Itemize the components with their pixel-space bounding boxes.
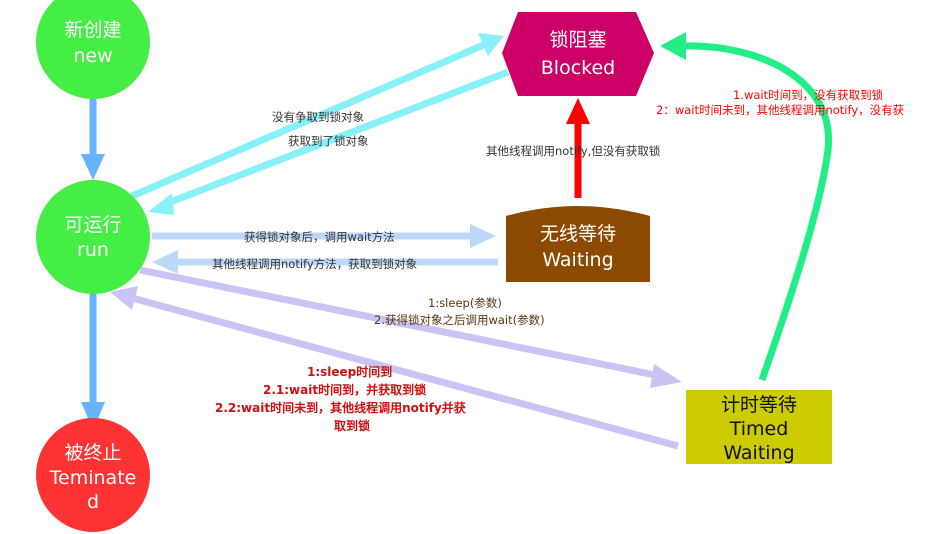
state-terminated-sublabel-2: d bbox=[87, 491, 99, 513]
state-run: 可运行 run bbox=[36, 180, 150, 294]
label-run-to-timed-1: 1:sleep(参数) bbox=[428, 296, 502, 310]
state-blocked-label: 锁阻塞 bbox=[549, 29, 606, 51]
state-timed-label: 计时等待 bbox=[721, 394, 797, 416]
state-run-sublabel: run bbox=[77, 239, 109, 261]
arrow-run-to-timed bbox=[139, 266, 682, 388]
label-waiting-to-run: 其他线程调用notify方法，获取到锁对象 bbox=[212, 257, 417, 271]
label-timed-to-run-2: 2.1:wait时间到，并获取到锁 bbox=[263, 382, 426, 397]
state-blocked-sublabel: Blocked bbox=[541, 57, 615, 79]
state-waiting-sublabel: Waiting bbox=[542, 249, 613, 271]
label-timed-to-blocked-1: 1.wait时间到，没有获取到锁 bbox=[733, 88, 884, 102]
state-timed-sublabel: Timed bbox=[729, 418, 789, 440]
state-waiting: 无线等待 Waiting bbox=[506, 206, 650, 282]
arrow-run-to-terminated bbox=[81, 290, 105, 430]
state-terminated-sublabel: Teminate bbox=[49, 467, 137, 489]
state-new-label: 新创建 bbox=[64, 19, 121, 41]
state-timed-waiting: 计时等待 Timed Waiting bbox=[686, 390, 832, 464]
arrow-waiting-to-blocked bbox=[566, 98, 590, 198]
state-blocked: 锁阻塞 Blocked bbox=[502, 12, 654, 96]
state-terminated-label: 被终止 bbox=[64, 442, 121, 464]
label-run-to-waiting: 获得锁对象后，调用wait方法 bbox=[244, 230, 395, 244]
label-timed-to-run-3: 2.2:wait时间未到，其他线程调用notify并获 bbox=[215, 400, 466, 415]
label-blocked-to-run: 获取到了锁对象 bbox=[288, 134, 369, 148]
label-timed-to-blocked-2: 2：wait时间未到，其他线程调用notify，没有获 bbox=[656, 103, 904, 117]
arrow-timed-to-run bbox=[110, 286, 679, 450]
state-timed-sublabel-2: Waiting bbox=[723, 442, 794, 464]
state-waiting-label: 无线等待 bbox=[540, 223, 616, 245]
label-run-to-blocked: 没有争取到锁对象 bbox=[272, 110, 364, 124]
arrow-timed-to-blocked bbox=[660, 32, 833, 382]
arrow-waiting-to-run bbox=[152, 250, 498, 274]
arrow-run-to-waiting bbox=[152, 224, 496, 248]
state-run-label: 可运行 bbox=[64, 214, 121, 236]
arrow-run-to-blocked bbox=[130, 33, 504, 200]
label-waiting-to-blocked: 其他线程调用notify,但没有获取锁 bbox=[486, 144, 661, 158]
label-timed-to-run-1: 1:sleep时间到 bbox=[307, 364, 392, 379]
arrow-blocked-to-run bbox=[148, 68, 510, 215]
state-new: 新创建 new bbox=[36, 0, 150, 99]
label-timed-to-run-4: 取到锁 bbox=[334, 418, 370, 433]
state-new-sublabel: new bbox=[73, 45, 112, 67]
state-terminated: 被终止 Teminate d bbox=[36, 418, 150, 532]
label-run-to-timed-2: 2.获得锁对象之后调用wait(参数) bbox=[374, 313, 545, 327]
